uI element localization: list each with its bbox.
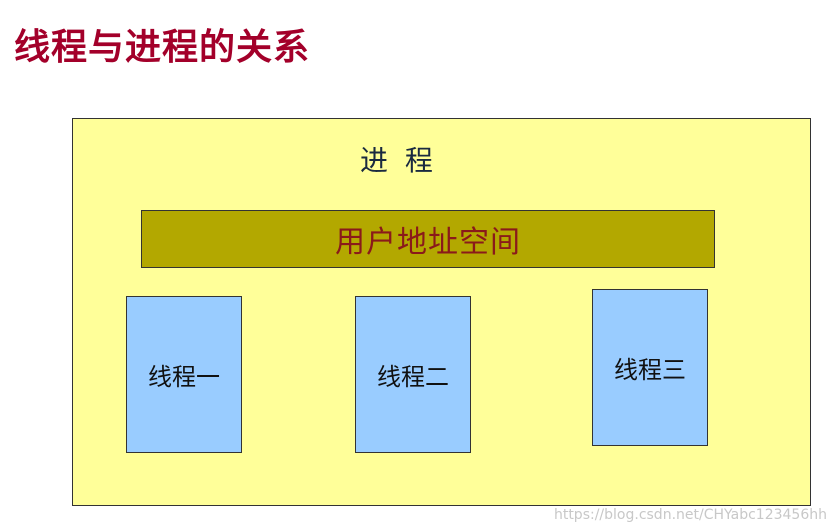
user-address-space-label: 用户地址空间	[335, 225, 521, 260]
user-address-space-box: 用户地址空间	[141, 210, 715, 268]
thread-box-2: 线程二	[355, 296, 471, 453]
thread-box-3: 线程三	[592, 289, 708, 446]
process-box: 进 程 用户地址空间 线程一 线程二 线程三	[72, 118, 811, 506]
process-label: 进 程	[360, 144, 437, 177]
thread-box-1: 线程一	[126, 296, 242, 453]
thread-label-3: 线程三	[614, 356, 686, 384]
thread-label-2: 线程二	[377, 363, 449, 391]
watermark: https://blog.csdn.net/CHYabc123456hh	[553, 507, 827, 523]
page-title: 线程与进程的关系	[14, 27, 311, 68]
thread-label-1: 线程一	[148, 363, 220, 391]
